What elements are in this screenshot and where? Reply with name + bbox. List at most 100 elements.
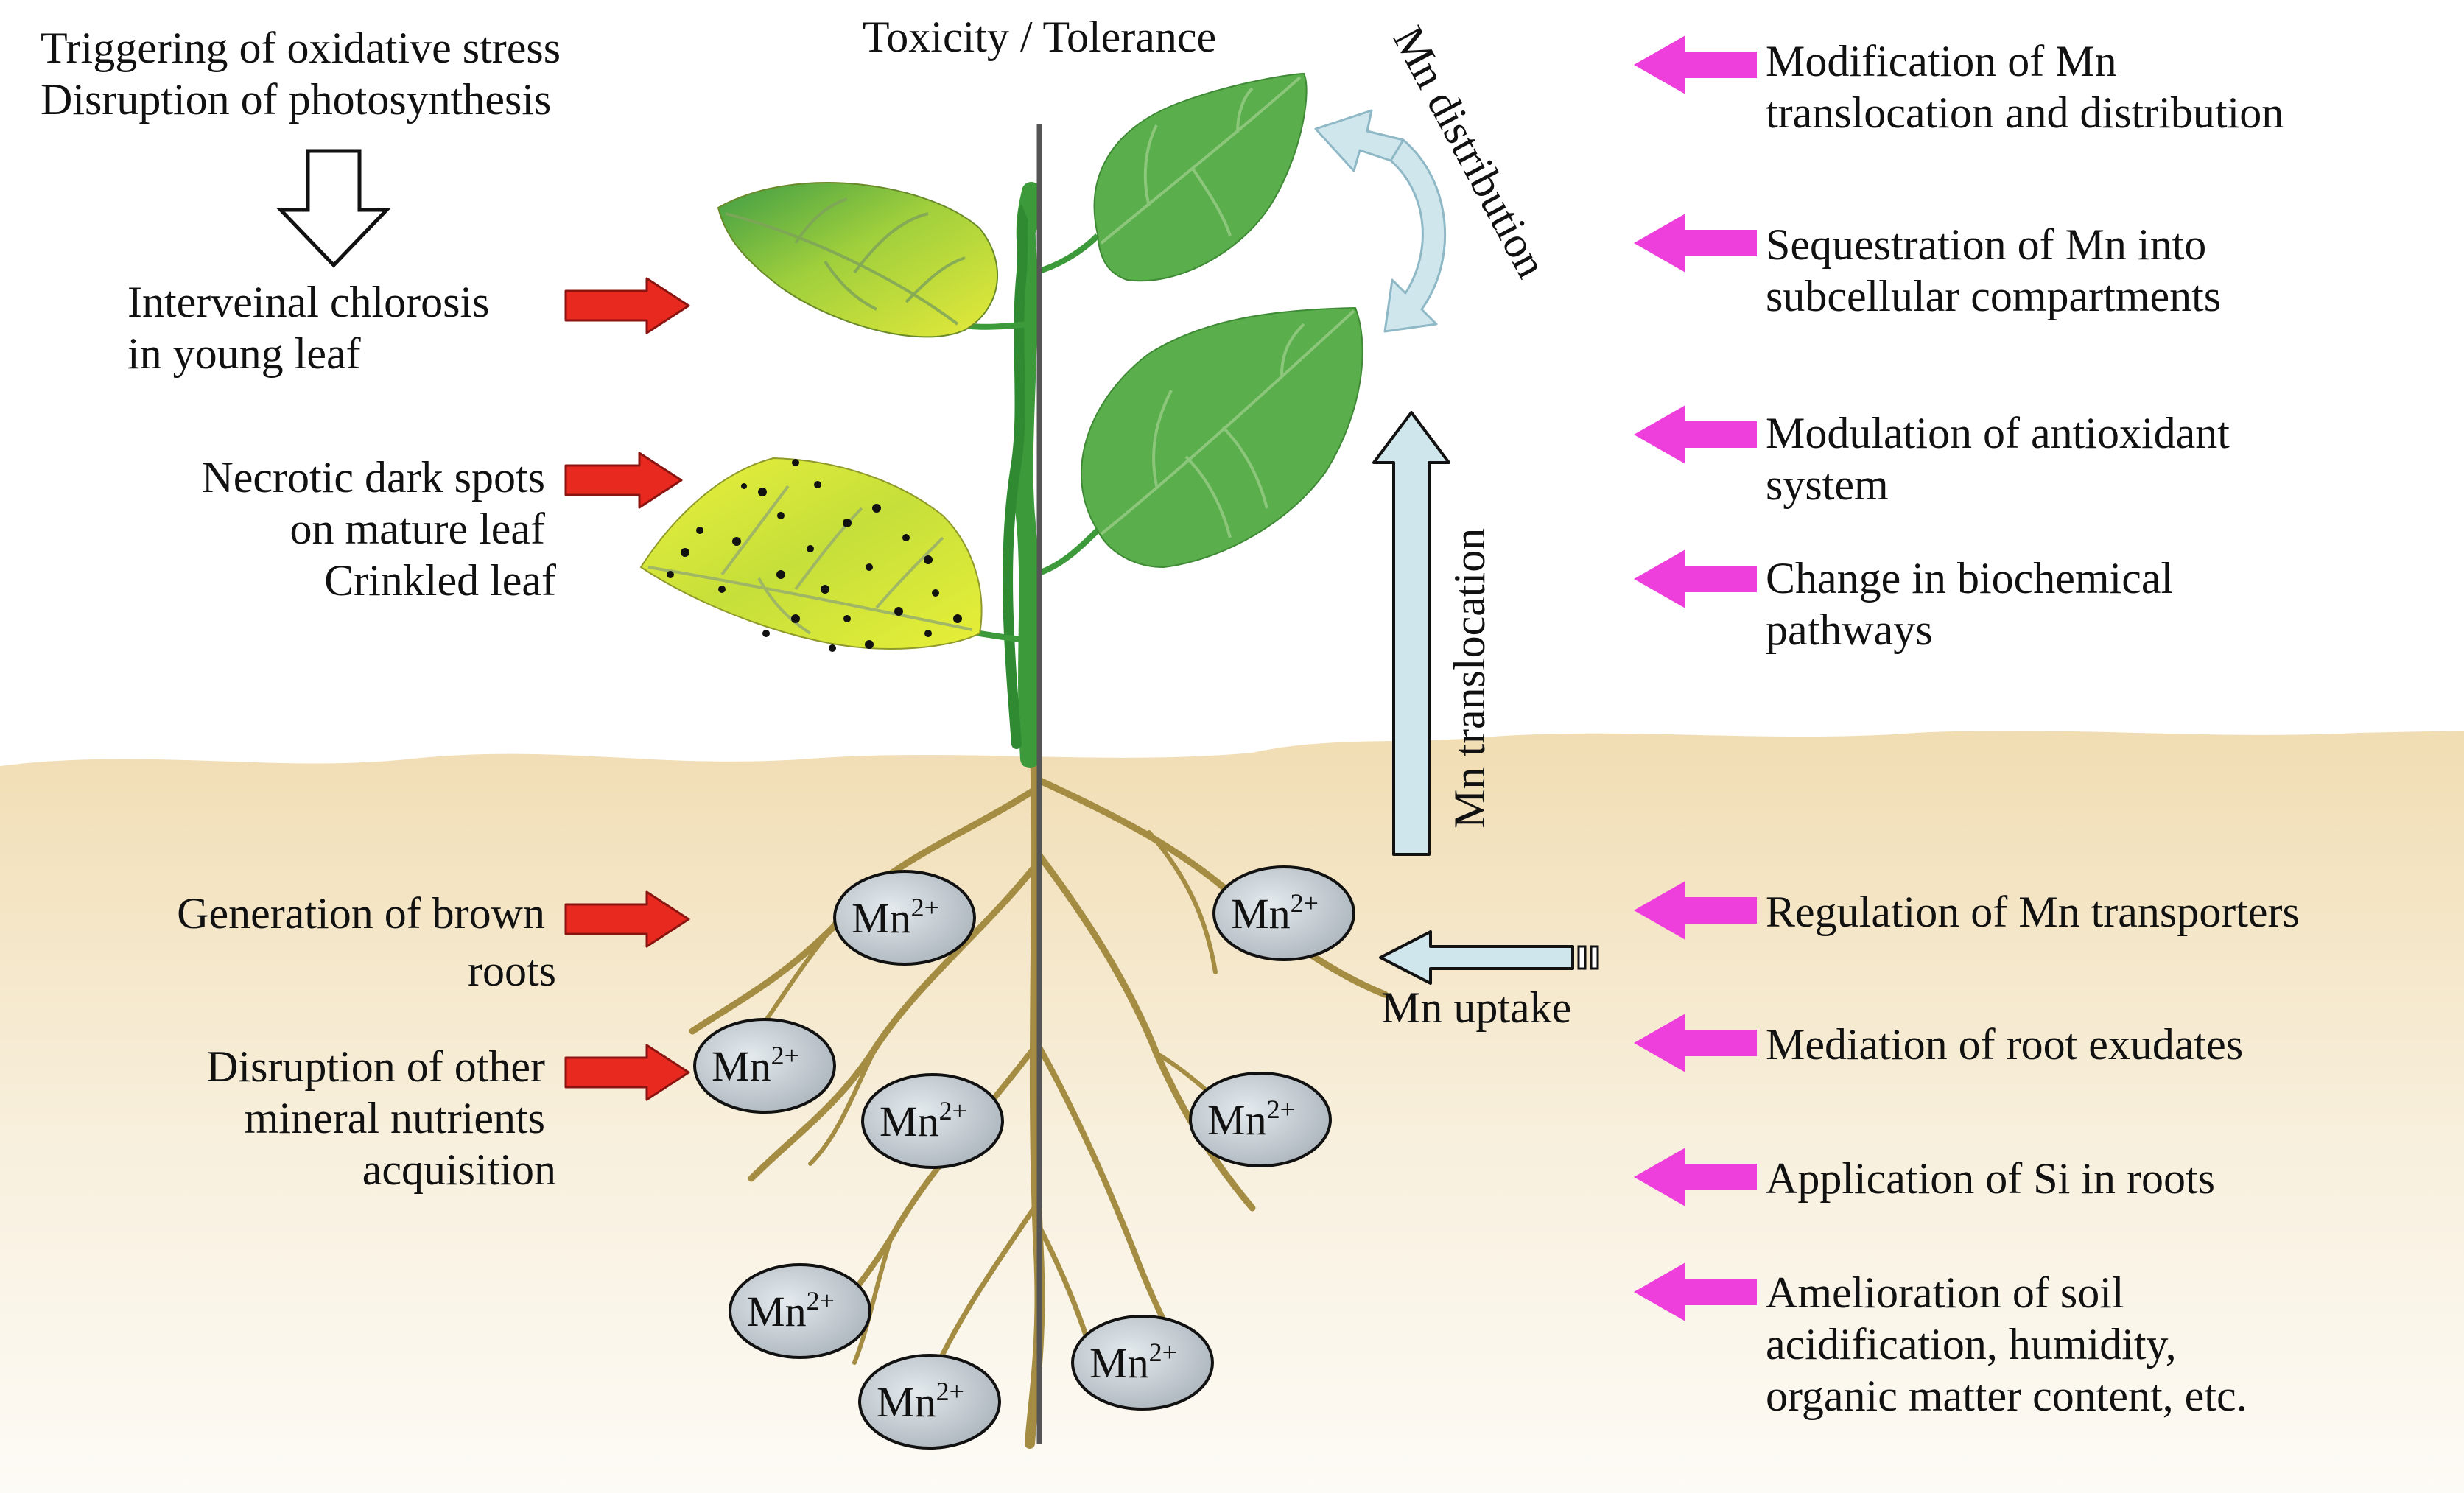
lower-right-leaf-veins [1100,309,1355,538]
strategy-transporters-line-1: Regulation of Mn transporters [1766,888,2300,936]
mn-ion-charge: 2+ [936,1377,964,1406]
strategy-soil-label: Amelioration of soil acidification, humi… [1766,1268,2247,1420]
root-left-mid [748,858,1042,1182]
symptom-necrotic-line-3: Crinkled leaf [324,556,556,605]
strategy-translocation-line-2: translocation and distribution [1766,88,2284,137]
uptake-label: Mn uptake [1381,983,1571,1032]
mn-ion-symbol: Mn [880,1097,939,1145]
trigger-arrow [276,149,391,268]
symptom-chlorosis-label: Interveinal chlorosis in young leaf [127,278,501,378]
trigger-line-1: Triggering of oxidative stress [41,24,561,72]
mn-ion: Mn2+ [693,1018,836,1114]
magenta-arrow-soil-icon [1634,1262,1757,1321]
mn-ion-charge: 2+ [911,893,939,922]
svg-text:Mn2+: Mn2+ [880,1096,967,1145]
magenta-arrow-antioxidant-icon [1634,405,1757,464]
trigger-label: Triggering of oxidative stress Disruptio… [41,24,572,124]
hollow-down-arrow-icon [276,149,391,268]
curved-arrow-icon [1383,138,1447,333]
plant-stem [912,182,1100,768]
mn-ions: Mn2+ Mn2+ Mn2+ Mn2+ Mn2+ Mn2+ Mn2+ Mn2+ [693,865,1355,1450]
strategy-soil-line-3: organic matter content, etc. [1766,1371,2247,1420]
svg-text:Mn2+: Mn2+ [1089,1338,1177,1387]
svg-text:Mn2+: Mn2+ [877,1377,964,1426]
uptake-tail-mark-1 [1577,945,1587,970]
strategy-translocation-line-1: Modification of Mn [1766,37,2117,85]
symptom-brown-roots-label: Generation of brown roots [177,889,556,995]
stem-left-vine [1003,194,1033,749]
strategy-exudates-line-1: Mediation of root exudates [1766,1020,2243,1069]
symptom-nutrient-line-1: Disruption of other [206,1042,545,1091]
toxicity-tolerance-title: Toxicity / Tolerance [863,13,1216,61]
mn-ion-symbol: Mn [852,894,911,942]
mature-leaf [639,457,983,652]
strategy-antioxidant-label: Modulation of antioxidant system [1766,409,2241,509]
upper-right-leaf-blade [1093,72,1308,282]
strategy-biochemical-line-2: pathways [1766,605,1933,654]
necrotic-spots [667,459,962,652]
magenta-arrow-transporters-icon [1634,881,1757,940]
mn-ion: Mn2+ [729,1263,871,1359]
symptom-chlorosis-line-2: in young leaf [127,329,361,378]
young-leaf-veins [725,197,966,326]
symptom-nutrient-disruption-label: Disruption of other mineral nutrients ac… [206,1042,556,1194]
curved-arrow-head-icon [1314,109,1405,172]
symptom-nutrient-line-2: mineral nutrients [245,1094,545,1142]
svg-text:Mn2+: Mn2+ [1231,888,1319,938]
mn-ion: Mn2+ [1212,865,1355,961]
left-arrow-icon [1379,930,1574,985]
strategy-arrows [1634,35,1757,1321]
mature-leaf-veins [647,485,973,635]
uptake-arrow [1379,930,1599,985]
red-arrow-nutrient-icon [564,1044,690,1101]
strategy-sequestration-line-2: subcellular compartments [1766,272,2221,320]
svg-text:Mn2+: Mn2+ [712,1041,799,1090]
uptake-tail-mark-2 [1590,945,1599,970]
strategy-sequestration-line-1: Sequestration of Mn into [1766,220,2206,269]
root-right-upper-b [1147,830,1218,974]
svg-text:Mn2+: Mn2+ [747,1286,835,1335]
mature-leaf-blade [639,457,983,650]
mn-ion-charge: 2+ [1149,1338,1177,1367]
symptom-necrotic-label: Necrotic dark spots on mature leaf Crink… [201,453,556,605]
strategy-biochemical-line-1: Change in biochemical [1766,554,2173,603]
strategy-sequestration-label: Sequestration of Mn into subcellular com… [1766,220,2221,320]
strategy-transporters-label: Regulation of Mn transporters [1766,888,2300,936]
mn-ion: Mn2+ [861,1073,1004,1169]
lower-right-leaf [1081,306,1363,569]
symptom-brown-roots-line-1: Generation of brown [177,889,545,938]
young-leaf-blade [717,182,999,338]
mn-ion-symbol: Mn [747,1288,807,1335]
symptom-necrotic-line-1: Necrotic dark spots [201,453,545,502]
strategy-antioxidant-line-1: Modulation of antioxidant [1766,409,2230,457]
root-left-mid-b [808,1044,879,1166]
mn-ion-symbol: Mn [1207,1096,1267,1144]
mn-ion: Mn2+ [1189,1072,1332,1167]
mn-ion-charge: 2+ [807,1286,835,1315]
mn-ion: Mn2+ [833,870,976,966]
svg-text:Mn2+: Mn2+ [852,893,939,942]
upper-right-leaf [1093,72,1308,282]
translocation-arrow [1372,411,1450,856]
red-arrow-brown-roots-icon [564,890,690,948]
strategy-soil-line-2: acidification, humidity, [1766,1320,2177,1369]
magenta-arrow-biochemical-icon [1634,549,1757,608]
red-arrow-chlorosis-icon [564,277,690,334]
strategy-silicon-line-1: Application of Si in roots [1766,1154,2215,1203]
symptom-nutrient-line-3: acquisition [362,1145,556,1194]
lower-right-leaf-blade [1081,306,1363,569]
mn-ion-charge: 2+ [771,1041,799,1070]
mn-ion: Mn2+ [858,1354,1001,1450]
strategy-exudates-label: Mediation of root exudates [1766,1020,2243,1069]
magenta-arrow-sequestration-icon [1634,214,1757,273]
mn-ion-charge: 2+ [939,1096,967,1125]
symptom-arrows [564,277,690,1101]
svg-text:Mn2+: Mn2+ [1207,1095,1295,1144]
strategy-biochemical-label: Change in biochemical pathways [1766,554,2184,654]
translocation-label: Mn translocation [1445,528,1494,829]
magenta-arrow-exudates-icon [1634,1014,1757,1072]
symptom-brown-roots-line-2: roots [468,946,556,995]
red-arrow-necrotic-icon [564,452,683,509]
